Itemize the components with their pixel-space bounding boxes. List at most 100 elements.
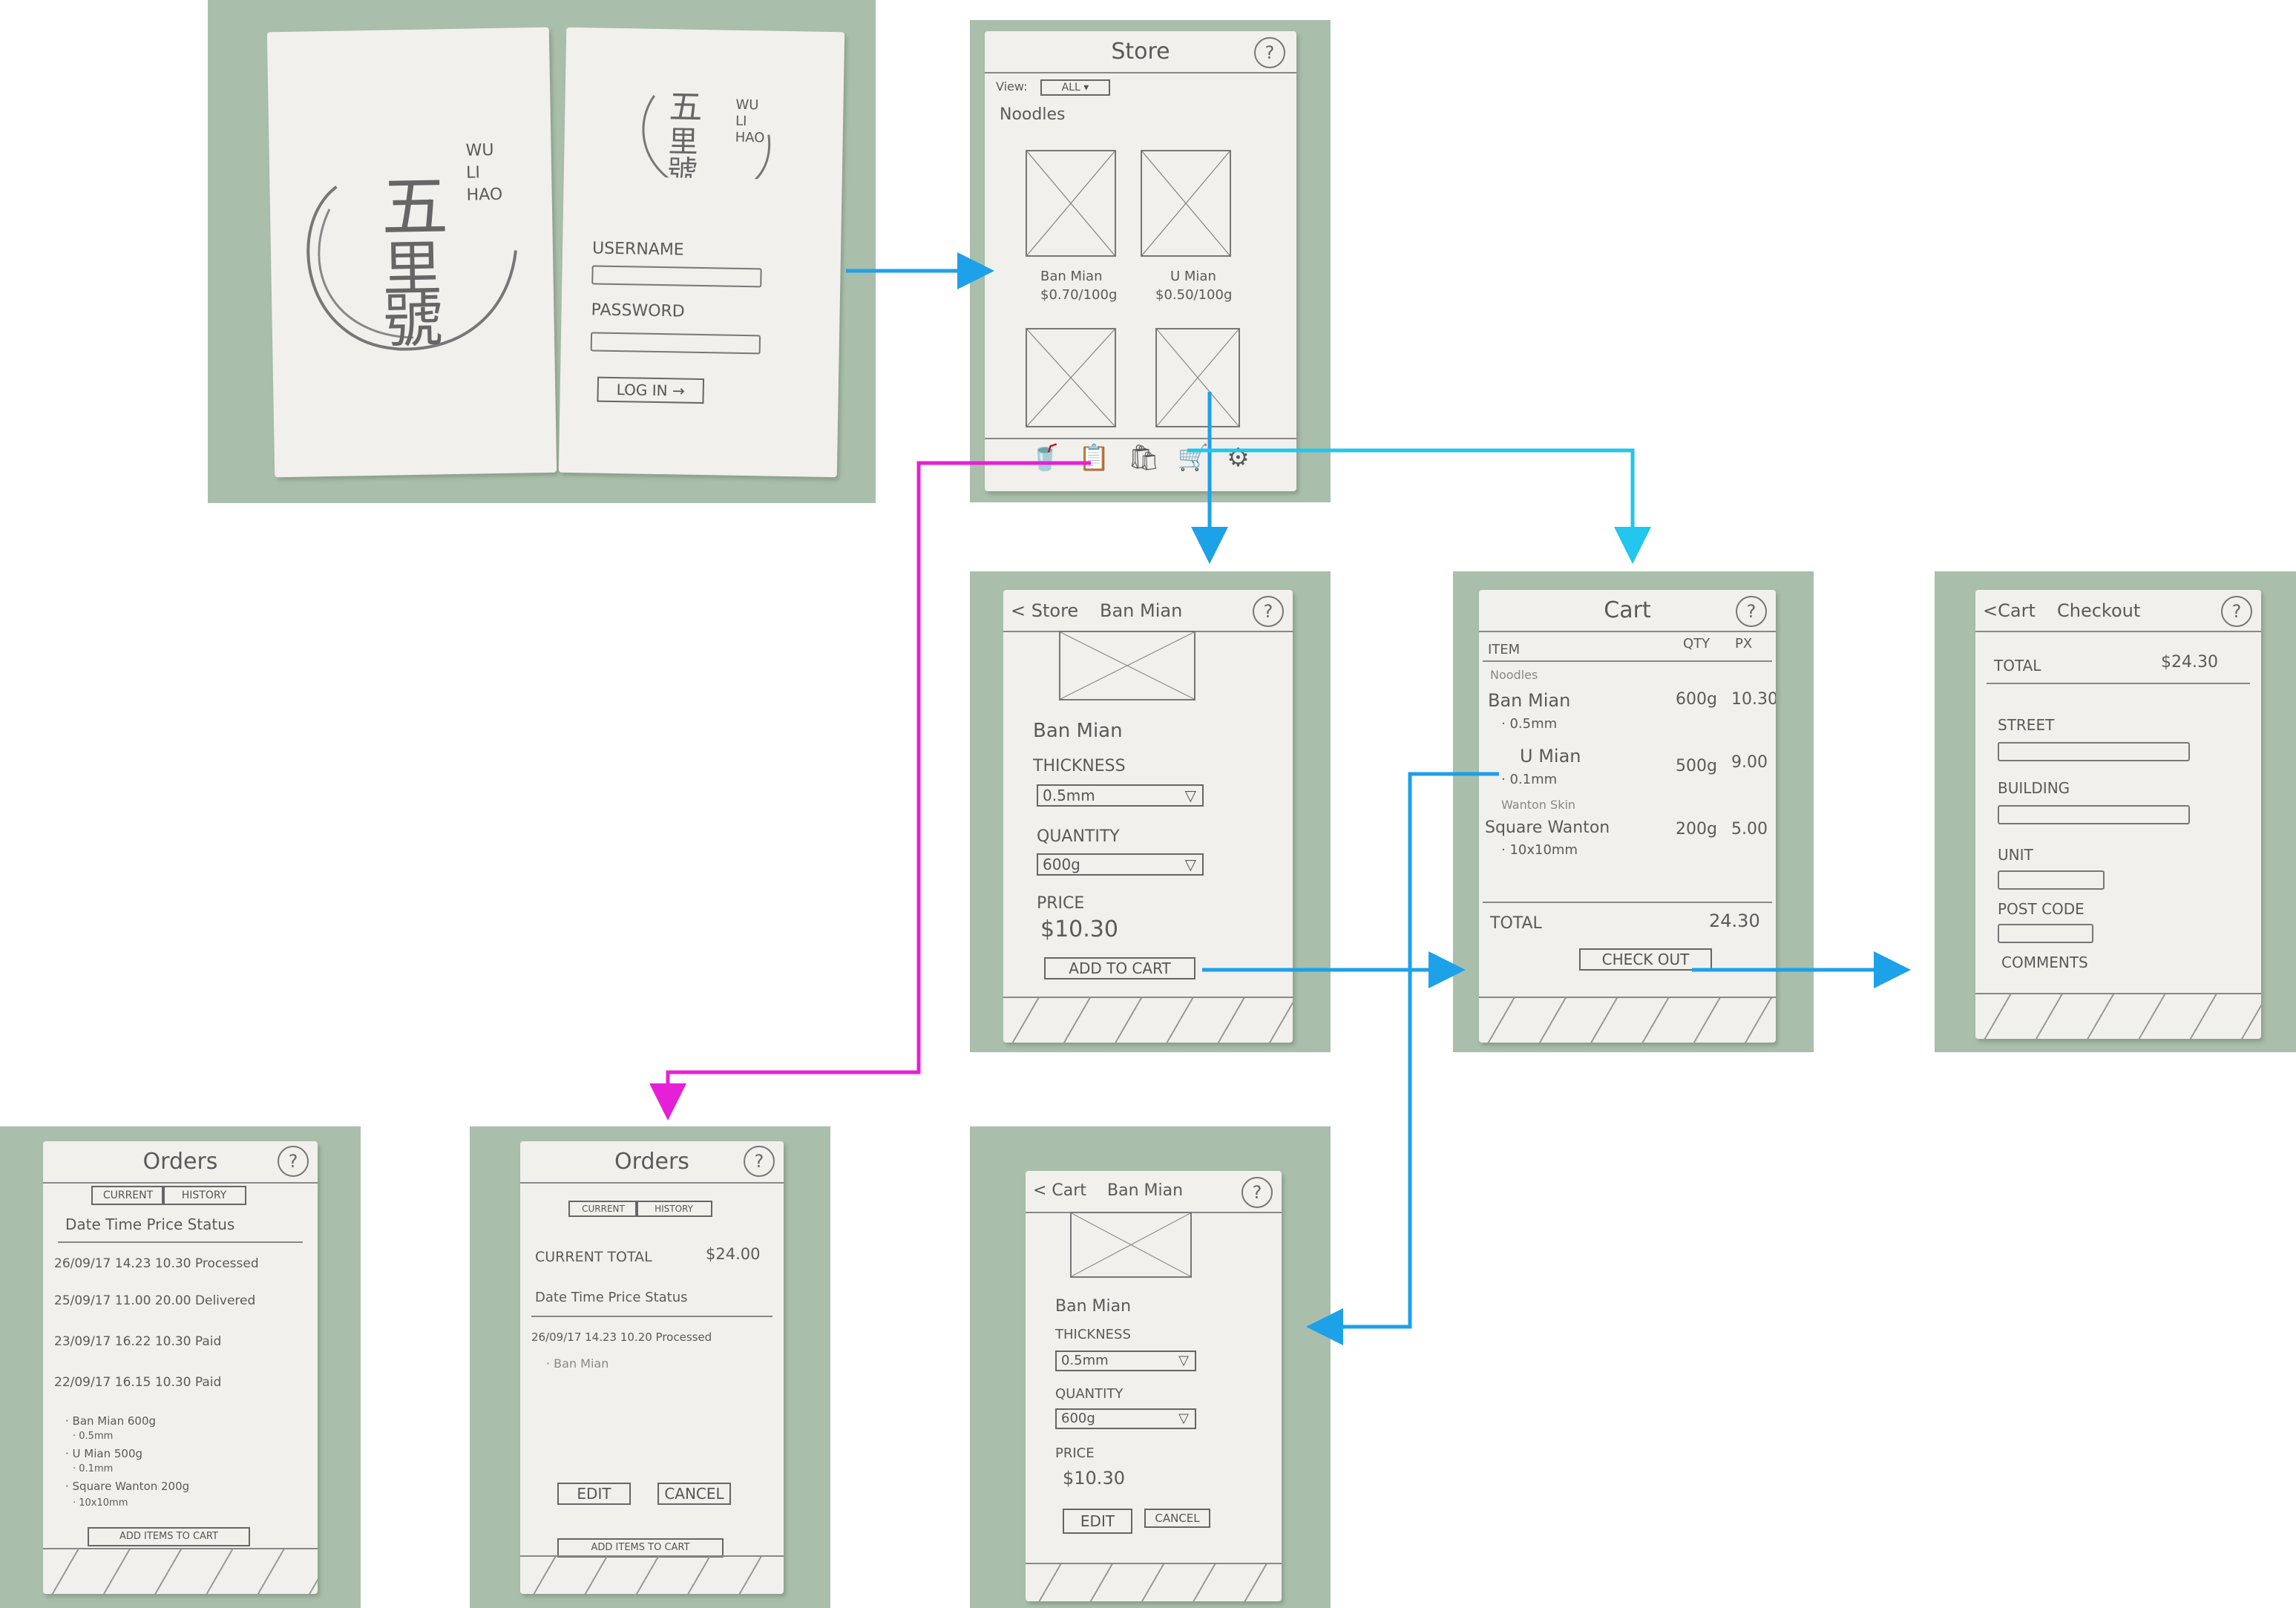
product-image (1070, 1212, 1192, 1278)
store-header: Store ? (985, 31, 1296, 73)
street-field[interactable] (1998, 742, 2190, 761)
order-row[interactable]: 25/09/17 11.00 20.00 Delivered (54, 1293, 256, 1308)
product-price: $0.70/100g (1040, 287, 1118, 303)
col-item: ITEM (1488, 642, 1521, 657)
help-icon[interactable]: ? (1242, 1177, 1273, 1208)
category-wanton: Wanton Skin (1501, 798, 1576, 812)
quantity-select[interactable]: 600g▽ (1055, 1408, 1196, 1429)
price-label: PRICE (1037, 894, 1085, 913)
product-image-3[interactable] (1026, 328, 1116, 427)
chevron-down-icon: ▽ (1184, 856, 1196, 873)
photo-store: Store ? View: ALL ▾ Noodles Ban Mian $0.… (970, 20, 1331, 502)
total-label: TOTAL (1490, 914, 1542, 933)
product-name: Ban Mian (1033, 720, 1123, 742)
password-field[interactable] (590, 332, 761, 355)
cart-item-qty[interactable]: 200g (1676, 820, 1717, 839)
order-row[interactable]: 26/09/17 14.23 10.20 Processed (531, 1330, 712, 1344)
brand-wordmark: WU LI HAO (735, 96, 765, 146)
product-screen: < Store Ban Mian ? Ban Mian THICKNESS 0.… (1003, 590, 1293, 1043)
order-row[interactable]: 26/09/17 14.23 10.30 Processed (54, 1256, 259, 1271)
help-icon[interactable]: ? (1736, 596, 1767, 627)
order-item: · Square Wanton 200g (65, 1480, 190, 1493)
back-button[interactable]: <Cart (1983, 600, 2036, 621)
quantity-label: QUANTITY (1037, 827, 1120, 846)
page-title: Cart (1604, 597, 1651, 623)
photo-splash-login: 五 里 號 WU LI HAO 五 里 號 WU LI HAO USERNAME… (208, 0, 876, 503)
total-value: 24.30 (1709, 910, 1760, 931)
tab-bar (520, 1555, 784, 1594)
help-icon[interactable]: ? (1253, 596, 1284, 627)
cart-edit-screen: < Cart Ban Mian ? Ban Mian THICKNESS 0.5… (1026, 1171, 1282, 1601)
back-button[interactable]: < Store (1011, 600, 1079, 621)
category-noodles: Noodles (1490, 668, 1538, 682)
cart-icon[interactable]: 🛒 (1177, 443, 1227, 473)
chevron-down-icon: ▽ (1178, 1353, 1189, 1368)
quantity-value: 600g (1043, 856, 1080, 873)
view-select-value: ALL (1061, 82, 1080, 93)
current-total-label: CURRENT TOTAL (535, 1249, 652, 1265)
col-px: PX (1735, 636, 1753, 652)
product-name: Ban Mian (1040, 269, 1103, 284)
cart-item-name[interactable]: U Mian (1520, 746, 1581, 767)
svg-text:五: 五 (381, 168, 449, 247)
product-image-4[interactable] (1155, 328, 1240, 427)
edit-button[interactable]: EDIT (557, 1483, 631, 1505)
product-name: Ban Mian (1055, 1297, 1132, 1316)
product-image-ban-mian[interactable] (1026, 150, 1116, 257)
help-icon[interactable]: ? (2221, 596, 2252, 627)
edit-button[interactable]: EDIT (1063, 1509, 1132, 1534)
username-field[interactable] (591, 265, 762, 288)
current-total-value: $24.00 (706, 1245, 761, 1263)
svg-text:號: 號 (667, 154, 698, 180)
help-icon[interactable]: ? (1254, 37, 1285, 68)
thickness-select[interactable]: 0.5mm▽ (1037, 784, 1204, 807)
page-title: Orders (142, 1149, 218, 1175)
back-button[interactable]: < Cart (1033, 1181, 1086, 1200)
tab-history[interactable]: HISTORY (635, 1201, 712, 1217)
cart-item-detail: · 0.1mm (1501, 772, 1558, 787)
orders-header: Orders ? (43, 1141, 318, 1184)
cart-item-name: Square Wanton (1485, 818, 1610, 837)
drink-icon[interactable]: 🥤 (1029, 443, 1079, 473)
order-item: · 0.1mm (73, 1463, 114, 1474)
building-label: BUILDING (1998, 779, 2070, 797)
street-label: STREET (1998, 716, 2055, 734)
building-field[interactable] (1998, 805, 2190, 824)
cart-item-qty[interactable]: 600g (1676, 690, 1717, 709)
tab-current[interactable]: CURRENT (91, 1186, 165, 1205)
thickness-select[interactable]: 0.5mm ▽ (1055, 1351, 1196, 1371)
help-icon[interactable]: ? (278, 1146, 309, 1177)
orders-icon[interactable]: 📋 (1078, 443, 1128, 473)
thickness-value: 0.5mm (1061, 1353, 1109, 1368)
photo-cart: Cart ? ITEM QTY PX Noodles Ban Mian · 0.… (1453, 571, 1814, 1052)
cart-item-detail: · 10x10mm (1501, 842, 1578, 858)
photo-orders-current: Orders ? CURRENT HISTORY CURRENT TOTAL $… (470, 1126, 830, 1608)
add-to-cart-button[interactable]: ADD TO CART (1044, 957, 1195, 979)
cart-item-qty[interactable]: 500g (1676, 757, 1717, 775)
header-divider (531, 1316, 773, 1317)
settings-icon[interactable]: ⚙ (1227, 443, 1267, 473)
product-image (1059, 631, 1195, 700)
order-item: · Ban Mian 600g (65, 1414, 157, 1428)
brand-wordmark: WU LI HAO (465, 141, 503, 205)
shop-icon[interactable]: 🛍 (1127, 443, 1178, 473)
cancel-button[interactable]: CANCEL (1144, 1509, 1210, 1528)
total-divider (1483, 902, 1772, 903)
postcode-field[interactable] (1998, 924, 2093, 943)
checkout-button[interactable]: CHECK OUT (1579, 948, 1712, 971)
svg-text:五: 五 (669, 87, 703, 127)
view-select[interactable]: ALL ▾ (1040, 79, 1110, 96)
add-items-to-cart-button[interactable]: ADD ITEMS TO CART (88, 1527, 250, 1546)
tab-history[interactable]: HISTORY (162, 1186, 246, 1205)
cancel-button[interactable]: CANCEL (657, 1483, 731, 1505)
login-button[interactable]: LOG IN → (597, 376, 705, 404)
quantity-select[interactable]: 600g ▽ (1037, 853, 1204, 876)
login-screen: 五 里 號 WU LI HAO USERNAME PASSWORD LOG IN… (558, 27, 845, 478)
tab-current[interactable]: CURRENT (568, 1201, 638, 1217)
help-icon[interactable]: ? (744, 1146, 775, 1177)
order-row[interactable]: 23/09/17 16.22 10.30 Paid (54, 1334, 222, 1349)
cart-item-px: 5.00 (1731, 820, 1768, 839)
unit-field[interactable] (1998, 870, 2105, 890)
product-image-u-mian[interactable] (1141, 150, 1231, 257)
order-row[interactable]: 22/09/17 16.15 10.30 Paid (54, 1375, 222, 1390)
